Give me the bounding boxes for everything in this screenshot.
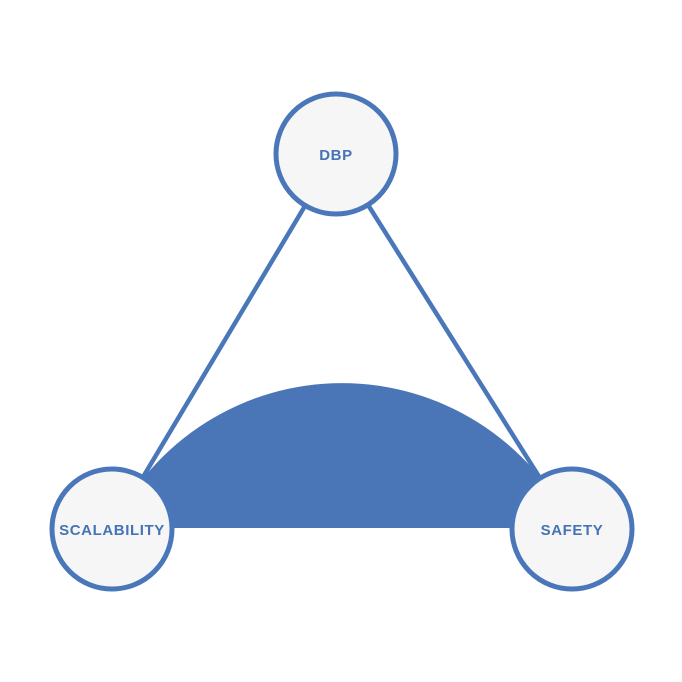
node-dbp-circle — [273, 91, 399, 217]
node-safety: SAFETY — [509, 466, 635, 592]
scalability-safety-overlap-shape — [112, 383, 572, 528]
node-scalability-label: SCALABILITY — [59, 522, 165, 539]
node-dbp-label: DBP — [319, 147, 352, 164]
edge-dbp-safety — [334, 152, 574, 531]
node-safety-label: SAFETY — [541, 522, 604, 539]
node-dbp: DBP — [273, 91, 399, 217]
node-safety-circle — [509, 466, 635, 592]
node-scalability-circle — [49, 466, 175, 592]
node-scalability: SCALABILITY — [49, 466, 175, 592]
edge-dbp-scalability — [110, 152, 338, 531]
